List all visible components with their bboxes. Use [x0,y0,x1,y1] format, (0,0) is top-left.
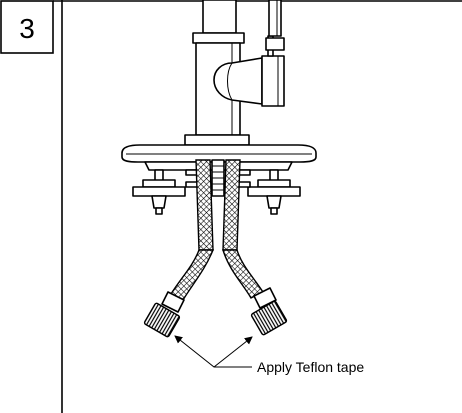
right-supply-hose [222,159,265,299]
right-compression-nut [250,300,288,336]
step-number: 3 [19,13,35,44]
right-hose-ferrule [253,287,277,309]
faucet-body [184,0,285,146]
callout-leaders [174,335,253,368]
left-supply-hose [169,159,215,301]
left-compression-nut [143,302,181,338]
center-shank [185,159,251,197]
step-number-box: 3 [0,0,54,54]
right-mounting-bolt [247,169,301,215]
left-hose-ferrule [161,291,185,313]
callout-label: Apply Teflon tape [257,359,364,375]
left-mounting-bolt [132,169,186,215]
